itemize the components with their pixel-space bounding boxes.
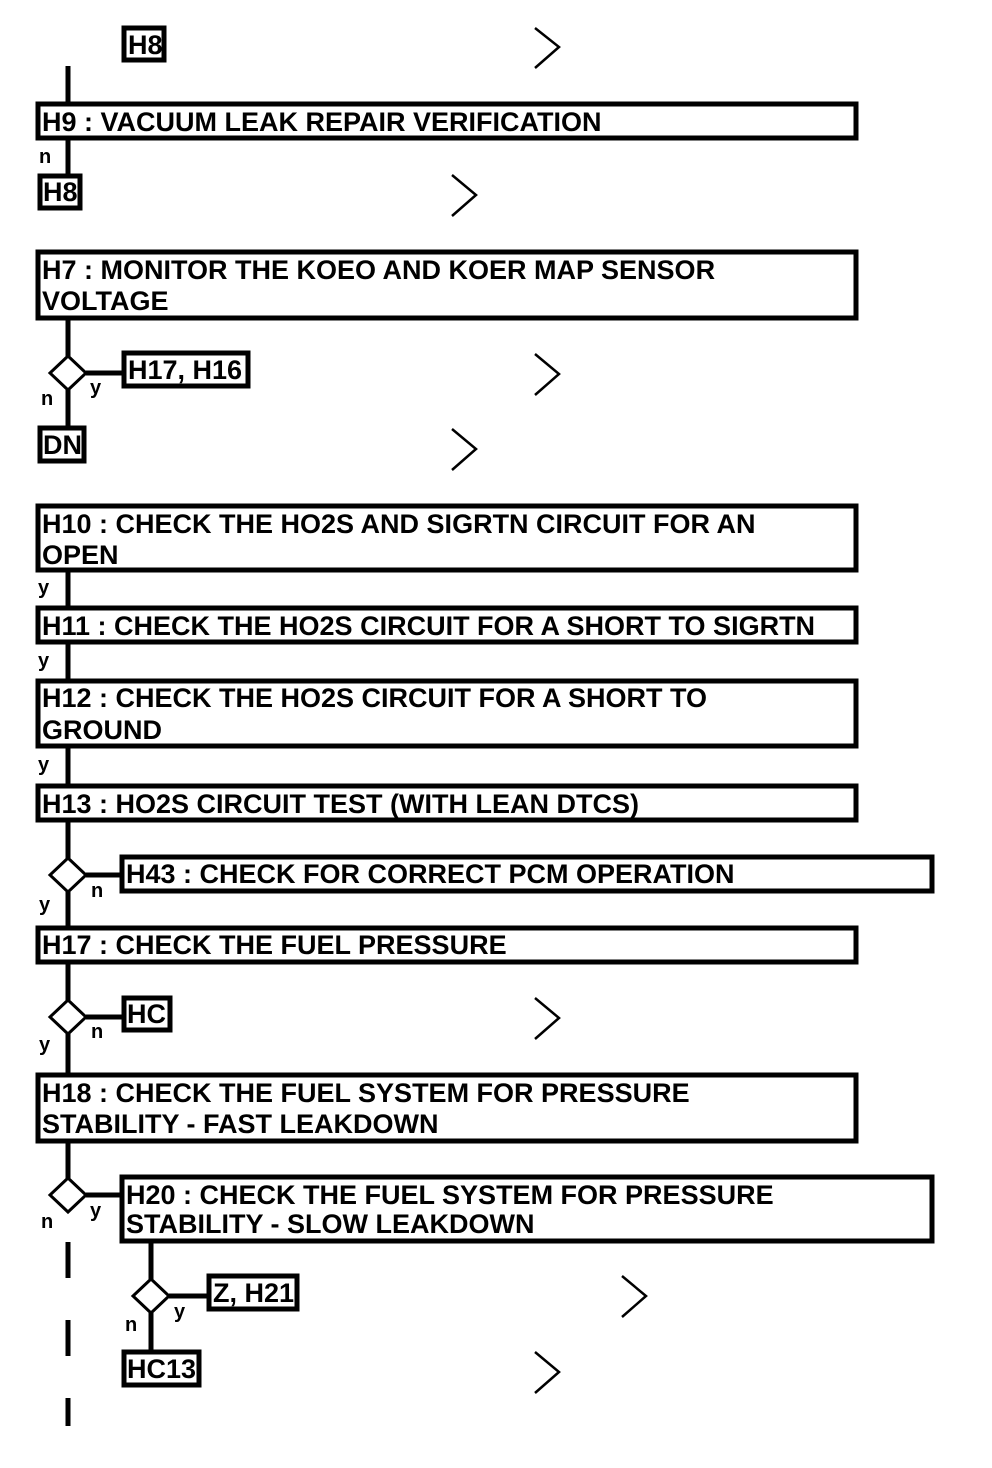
step-h10-line-1: H10 : CHECK THE HO2S AND SIGRTN CIRCUIT … <box>42 509 756 539</box>
ref-r4-label: DN <box>43 430 82 460</box>
branch-label-no: n <box>125 1314 137 1336</box>
decision-diamond <box>130 1276 172 1316</box>
chevron-right-icon <box>534 353 561 396</box>
step-h43-line-1: H43 : CHECK FOR CORRECT PCM OPERATION <box>126 859 735 889</box>
branch-label-yes: y <box>39 1034 51 1056</box>
step-box-h18 <box>35 1072 859 1144</box>
ref-r7-label: HC13 <box>127 1354 196 1384</box>
step-h7-line-1: H7 : MONITOR THE KOEO AND KOER MAP SENSO… <box>42 255 715 285</box>
step-h13-line-1: H13 : HO2S CIRCUIT TEST (WITH LEAN DTCS) <box>42 789 639 819</box>
step-box-h7 <box>35 249 859 321</box>
step-h7-line-2: VOLTAGE <box>42 286 169 316</box>
ref-r5-label: HC <box>127 999 166 1029</box>
step-h20-line-1: H20 : CHECK THE FUEL SYSTEM FOR PRESSURE <box>126 1180 774 1210</box>
decision-diamond <box>47 855 89 895</box>
step-h20-line-2: STABILITY - SLOW LEAKDOWN <box>126 1209 534 1239</box>
step-box-h11 <box>35 605 859 645</box>
step-box-h12 <box>35 678 859 749</box>
ref-box-r5 <box>121 995 173 1033</box>
step-box-h20 <box>119 1174 935 1244</box>
chevron-right-icon <box>534 997 561 1040</box>
branch-label-no: n <box>91 1021 103 1043</box>
branch-label-no: n <box>39 146 51 168</box>
branch-label-no: n <box>41 1211 53 1233</box>
step-h9-line-1: H9 : VACUUM LEAK REPAIR VERIFICATION <box>42 107 602 137</box>
ref-r6-label: Z, H21 <box>213 1278 294 1308</box>
ref-r2-label: H8 <box>43 177 78 207</box>
step-h17-line-1: H17 : CHECK THE FUEL PRESSURE <box>42 930 507 960</box>
ref-box-r3 <box>121 350 251 389</box>
branch-label-yes: y <box>38 650 50 672</box>
chevron-right-icon <box>451 174 478 217</box>
ref-box-r4 <box>37 425 87 464</box>
branch-label-yes: y <box>39 894 51 916</box>
ref-box-r7 <box>121 1349 202 1388</box>
step-box-h43 <box>119 854 935 894</box>
chevron-right-icon <box>534 27 561 69</box>
ref-r1-label: H8 <box>128 30 163 60</box>
chevron-right-icon <box>621 1275 648 1318</box>
step-h11-line-1: H11 : CHECK THE HO2S CIRCUIT FOR A SHORT… <box>42 611 815 641</box>
chevron-right-icon <box>451 428 478 471</box>
decision-diamond <box>47 997 89 1037</box>
ref-r3-label: H17, H16 <box>128 355 242 385</box>
step-h12-line-2: GROUND <box>42 715 162 745</box>
ref-box-r2 <box>37 173 83 211</box>
branch-label-yes: y <box>38 754 50 776</box>
step-h18-line-2: STABILITY - FAST LEAKDOWN <box>42 1109 438 1139</box>
decision-diamond <box>47 353 89 393</box>
branch-label-yes: y <box>174 1301 186 1323</box>
step-h10-line-2: OPEN <box>42 540 119 570</box>
decision-diamond <box>47 1175 89 1215</box>
branch-label-no: n <box>41 388 53 410</box>
step-box-h9 <box>35 101 859 141</box>
step-h12-line-1: H12 : CHECK THE HO2S CIRCUIT FOR A SHORT… <box>42 683 707 713</box>
branch-label-yes: y <box>38 577 50 599</box>
ref-box-r1 <box>121 25 167 63</box>
step-h18-line-1: H18 : CHECK THE FUEL SYSTEM FOR PRESSURE <box>42 1078 690 1108</box>
step-box-h10 <box>35 503 859 573</box>
branch-label-yes: y <box>90 1200 102 1222</box>
ref-box-r6 <box>206 1273 300 1312</box>
step-box-h13 <box>35 783 859 823</box>
step-box-h17 <box>35 925 859 965</box>
branch-label-yes: y <box>90 377 102 399</box>
chevron-right-icon <box>534 1351 561 1394</box>
branch-label-no: n <box>91 880 103 902</box>
